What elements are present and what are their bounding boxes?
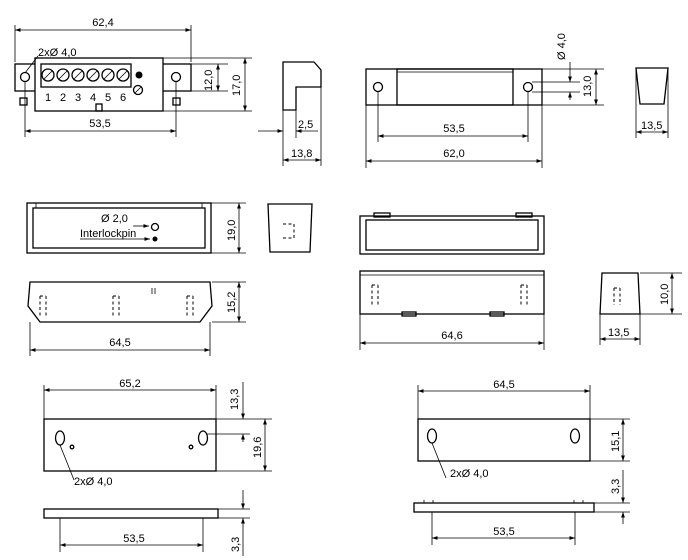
dim-v2-step: 2,5 bbox=[298, 119, 313, 131]
dim-v11-thick: 3,3 bbox=[230, 537, 242, 552]
label-v5-interlock: Interlockpin bbox=[80, 228, 136, 240]
pad-right bbox=[172, 97, 181, 106]
label-v5-pin-d: Ø 2,0 bbox=[101, 213, 128, 225]
view-flat-magnet-end: 10,0 13,5 bbox=[599, 272, 682, 345]
dim-v3-height: 13,0 bbox=[582, 76, 594, 97]
flat-magnet-foot-2 bbox=[489, 311, 505, 317]
dim-v11-top: 13,3 bbox=[229, 389, 241, 410]
dim-v1-outer-h: 17,0 bbox=[231, 75, 243, 96]
dim-v12-height: 15,1 bbox=[610, 431, 622, 452]
dim-v12-pitch: 53,5 bbox=[493, 526, 514, 538]
dim-v12-thick: 3,3 bbox=[610, 479, 622, 494]
pad-left bbox=[19, 97, 28, 106]
view-baseplate-a: 65,2 13,3 19,6 2xØ 4,0 3,3 53,5 bbox=[43, 378, 272, 556]
flat-magnet-front bbox=[359, 270, 545, 315]
baseplate-b-side bbox=[413, 502, 595, 513]
pin-dot bbox=[135, 71, 143, 79]
view-terminal-contact: 1 2 3 4 5 6 62,4 2xØ 4,0 53,5 12,0 17,0 bbox=[14, 17, 252, 137]
terminal-3: 3 bbox=[75, 92, 81, 104]
view-magnet-end bbox=[267, 203, 313, 253]
magnet-front-profile bbox=[27, 281, 213, 323]
terminal-strip bbox=[40, 63, 132, 88]
mount-hole-right bbox=[170, 71, 182, 83]
terminal-4: 4 bbox=[90, 92, 96, 104]
flat-cover bbox=[396, 68, 514, 106]
side-profile bbox=[282, 61, 322, 111]
dim-v3-hole: Ø 4,0 bbox=[556, 33, 568, 60]
terminal-screws bbox=[41, 68, 130, 82]
label-v1-holes: 2xØ 4,0 bbox=[38, 47, 77, 59]
dim-v12-width: 64,5 bbox=[493, 379, 514, 391]
magnet-end-profile bbox=[267, 203, 313, 253]
baseplate-b-slot-right bbox=[569, 428, 581, 444]
dim-v4-depth: 13,5 bbox=[641, 120, 662, 132]
view-baseplate-b: 64,5 15,1 2xØ 4,0 3,3 53,5 bbox=[413, 379, 630, 545]
dim-v7-width: 64,5 bbox=[109, 337, 130, 349]
flat-magnet-inner bbox=[365, 219, 539, 251]
dim-v1-width: 62,4 bbox=[92, 17, 113, 29]
terminal-5: 5 bbox=[105, 92, 111, 104]
dim-v2-depth: 13,8 bbox=[291, 148, 312, 160]
dim-v10-depth: 13,5 bbox=[608, 327, 629, 339]
dim-v5-height: 19,0 bbox=[226, 220, 238, 241]
flat-magnet-foot-1 bbox=[401, 311, 417, 317]
view-terminal-side: 2,5 13,8 bbox=[258, 61, 322, 166]
flat-body bbox=[365, 68, 543, 106]
view-magnet-top: Ø 2,0 Interlockpin 19,0 bbox=[26, 202, 246, 254]
flat-hole-right bbox=[522, 81, 534, 93]
interlock-pin bbox=[152, 236, 158, 242]
dim-v7-height: 15,2 bbox=[226, 292, 238, 313]
view-flat-contact: Ø 4,0 13,0 53,5 62,0 bbox=[365, 33, 604, 168]
pin-ring bbox=[132, 84, 144, 96]
label-v11-holes: 2xØ 4,0 bbox=[74, 476, 113, 488]
dim-v10-height: 10,0 bbox=[659, 284, 671, 305]
magnet-inner bbox=[32, 207, 206, 249]
label-v12-holes: 2xØ 4,0 bbox=[450, 468, 489, 480]
dim-v3-width: 62,0 bbox=[443, 148, 464, 160]
view-magnet-front: 15,2 64,5 bbox=[27, 281, 246, 356]
flat-hole-left bbox=[372, 81, 384, 93]
terminal-2: 2 bbox=[60, 92, 66, 104]
view-flat-magnet-front: 64,6 bbox=[359, 270, 545, 350]
dim-v11-width: 65,2 bbox=[119, 378, 140, 390]
dim-v11-height: 19,6 bbox=[252, 437, 264, 458]
contact-body bbox=[34, 57, 164, 112]
flat-magnet-tab-2 bbox=[515, 212, 533, 218]
dim-v1-inner-h: 12,0 bbox=[203, 70, 215, 91]
baseplate-a-slot-right bbox=[197, 430, 209, 446]
dim-v11-pitch: 53,5 bbox=[123, 533, 144, 545]
flat-side-profile bbox=[635, 67, 669, 105]
center-tab bbox=[95, 103, 103, 112]
pin-hole bbox=[150, 222, 160, 232]
dim-v1-pitch: 53,5 bbox=[89, 118, 110, 130]
flat-magnet-body bbox=[359, 215, 545, 255]
baseplate-b-body bbox=[417, 418, 591, 462]
flat-magnet-tab-1 bbox=[373, 212, 391, 218]
baseplate-a-side bbox=[43, 508, 219, 519]
dim-v9-width: 64,6 bbox=[441, 330, 462, 342]
view-flat-magnet-top bbox=[359, 212, 545, 255]
view-flat-side: 13,5 bbox=[635, 67, 669, 138]
terminal-6: 6 bbox=[120, 92, 126, 104]
terminal-1: 1 bbox=[45, 92, 51, 104]
magnet-body bbox=[26, 202, 212, 254]
dim-v3-pitch: 53,5 bbox=[443, 123, 464, 135]
